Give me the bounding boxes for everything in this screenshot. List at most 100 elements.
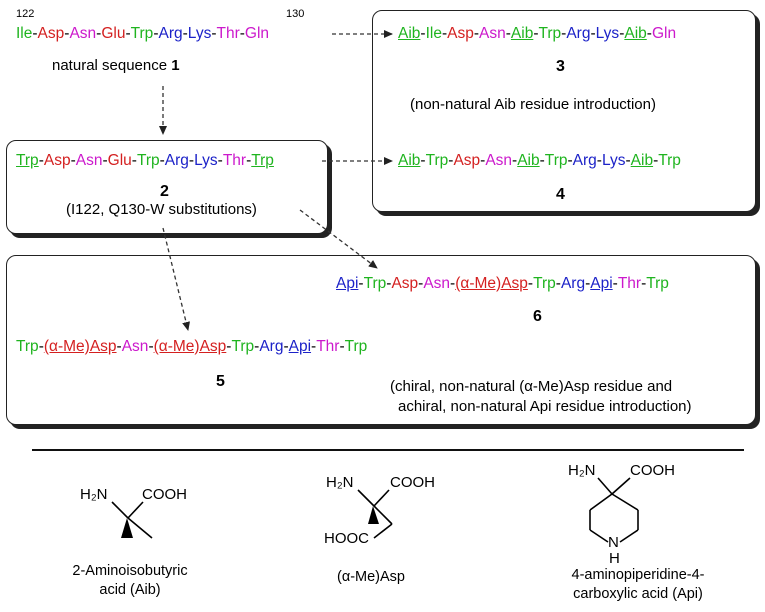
residue: (α-Me)Asp bbox=[153, 338, 227, 355]
residue: Thr bbox=[316, 338, 340, 355]
me-asp-name: (α-Me)Asp bbox=[337, 569, 405, 585]
box-aib-analogues bbox=[372, 10, 756, 212]
residue: Thr bbox=[617, 275, 642, 292]
box-chiral-analogues bbox=[6, 255, 756, 425]
residue-separator: - bbox=[211, 25, 217, 42]
residue-separator: - bbox=[512, 152, 518, 169]
api-name: 4-aminopiperidine-4- carboxylic acid (Ap… bbox=[548, 566, 728, 604]
arrow-2-to-5 bbox=[162, 227, 190, 331]
residue: Lys bbox=[601, 152, 626, 169]
residue-separator: - bbox=[116, 338, 122, 355]
residue-separator: - bbox=[450, 275, 456, 292]
me-asp-structure bbox=[357, 489, 393, 539]
api-structure bbox=[589, 477, 639, 543]
residue: Trp bbox=[16, 152, 39, 169]
residue: Asn bbox=[121, 338, 149, 355]
residue: Trp bbox=[658, 152, 681, 169]
residue: Trp bbox=[130, 25, 154, 42]
residue: Trp bbox=[344, 338, 368, 355]
residue-separator: - bbox=[311, 338, 317, 355]
residue: Asn bbox=[69, 25, 97, 42]
residue: Asn bbox=[485, 152, 513, 169]
residue-separator: - bbox=[254, 338, 260, 355]
residue: Gln bbox=[651, 25, 677, 42]
api-name-line-2: carboxylic acid (Api) bbox=[573, 586, 703, 602]
residue: Asp bbox=[37, 25, 65, 42]
chiral-note-line-1: (chiral, non-natural (α-Me)Asp residue a… bbox=[390, 378, 673, 395]
residue-separator: - bbox=[131, 152, 137, 169]
residue-separator: - bbox=[420, 25, 426, 42]
residue-separator: - bbox=[339, 338, 345, 355]
residue: Trp bbox=[538, 25, 562, 42]
residue: Aib bbox=[517, 152, 540, 169]
residue: Thr bbox=[222, 152, 247, 169]
residue: Arg bbox=[566, 25, 591, 42]
residue-separator: - bbox=[448, 152, 454, 169]
residue: Trp bbox=[533, 275, 556, 292]
residue: Asp bbox=[447, 25, 474, 42]
aib-amine: H₂N bbox=[80, 486, 108, 503]
residue: Asp bbox=[43, 152, 71, 169]
residue: Asn bbox=[75, 152, 103, 169]
residue-separator: - bbox=[596, 152, 602, 169]
residue: Thr bbox=[216, 25, 240, 42]
residue-separator: - bbox=[125, 25, 131, 42]
residue-separator: - bbox=[102, 152, 108, 169]
residue: (α-Me)Asp bbox=[455, 275, 528, 292]
residue: Trp bbox=[425, 152, 449, 169]
residue-separator: - bbox=[96, 25, 102, 42]
residue: Trp bbox=[646, 275, 669, 292]
residue: Aib bbox=[624, 25, 647, 42]
residue-separator: - bbox=[533, 25, 539, 42]
residue: Arg bbox=[158, 25, 183, 42]
residue: Trp bbox=[136, 152, 160, 169]
sequence-6: Api-Trp-Asp-Asn-(α-Me)Asp-Trp-Arg-Api-Th… bbox=[336, 275, 669, 293]
residue: Arg bbox=[560, 275, 586, 292]
me-asp-carboxyl: COOH bbox=[390, 474, 435, 491]
residue: Lys bbox=[187, 25, 212, 42]
api-amine: H₂N bbox=[568, 462, 596, 479]
residue-separator: - bbox=[473, 25, 480, 42]
residue: Asp bbox=[391, 275, 419, 292]
residue-separator: - bbox=[182, 25, 188, 42]
residue-separator: - bbox=[246, 152, 252, 169]
me-asp-amine: H₂N bbox=[326, 474, 354, 491]
residue-separator: - bbox=[283, 338, 289, 355]
residue-separator: - bbox=[159, 152, 165, 169]
sequence-1-number: 1 bbox=[171, 57, 180, 74]
compound-4-number: 4 bbox=[556, 186, 565, 203]
residue-separator: - bbox=[418, 275, 424, 292]
residue: Lys bbox=[194, 152, 218, 169]
residue: Trp bbox=[16, 338, 39, 355]
residue: Ile bbox=[16, 25, 33, 42]
residue-separator: - bbox=[585, 275, 591, 292]
residue: Arg bbox=[572, 152, 597, 169]
residue: Ile bbox=[425, 25, 442, 42]
residue: Aib bbox=[510, 25, 534, 42]
residue: Arg bbox=[164, 152, 189, 169]
residue: Lys bbox=[595, 25, 620, 42]
residue: Trp bbox=[363, 275, 387, 292]
residue: Trp bbox=[251, 152, 274, 169]
residue-separator: - bbox=[555, 275, 561, 292]
aib-name: 2-Aminoisobutyric acid (Aib) bbox=[60, 562, 200, 600]
residue: Aib bbox=[398, 152, 421, 169]
residue: Glu bbox=[107, 152, 132, 169]
residue-separator: - bbox=[153, 25, 159, 42]
residue-separator: - bbox=[619, 25, 625, 42]
residue-separator: - bbox=[217, 152, 223, 169]
residue-separator: - bbox=[226, 338, 232, 355]
residue: Arg bbox=[259, 338, 284, 355]
api-carboxyl: COOH bbox=[630, 462, 675, 479]
sequence-2: Trp-Asp-Asn-Glu-Trp-Arg-Lys-Thr-Trp bbox=[16, 152, 274, 170]
residue-separator: - bbox=[38, 338, 44, 355]
residue-separator: - bbox=[188, 152, 195, 169]
residue-separator: - bbox=[148, 338, 154, 355]
residue: Trp bbox=[231, 338, 255, 355]
residue-separator: - bbox=[612, 275, 618, 292]
residue-separator: - bbox=[505, 25, 511, 42]
residue-separator: - bbox=[70, 152, 76, 169]
sequence-3: Aib-Ile-Asp-Asn-Aib-Trp-Arg-Lys-Aib-Gln bbox=[398, 25, 676, 43]
residue: Aib bbox=[630, 152, 654, 169]
sequence-1-label: natural sequence 1 bbox=[52, 57, 180, 74]
